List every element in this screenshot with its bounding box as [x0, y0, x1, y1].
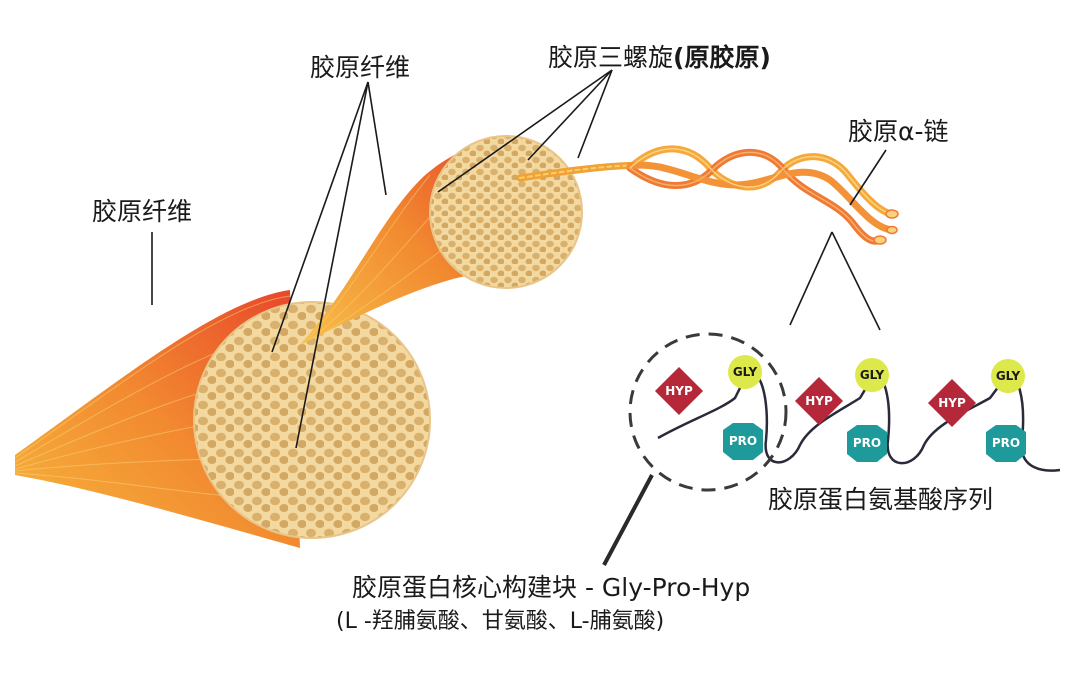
- gly-residue-label: GLY: [733, 365, 758, 379]
- leader-helix-c: [577, 69, 613, 159]
- pro-residue-label: PRO: [853, 436, 881, 450]
- hyp-residue: [654, 366, 704, 416]
- hyp-residue: [927, 378, 977, 428]
- residue-group-2: HYP GLY PRO: [794, 358, 889, 462]
- hyp-residue-label: HYP: [938, 396, 966, 410]
- label-core-building-block: 胶原蛋白核心构建块 - Gly-Pro-Hyp: [352, 573, 751, 602]
- chain-end-3: [886, 225, 898, 235]
- chain-end-1: [885, 209, 899, 219]
- gly-residue: [855, 358, 889, 392]
- label-triple-helix: 胶原三螺旋(原胶原): [548, 38, 771, 74]
- pro-residue: [986, 425, 1026, 462]
- pro-residue-label: PRO: [729, 434, 757, 448]
- leader-fiber-top-c: [367, 81, 387, 196]
- pro-residue-label: PRO: [992, 436, 1020, 450]
- residue-group-1: HYP GLY PRO: [654, 355, 763, 460]
- label-procollagen: (原胶原): [673, 43, 771, 72]
- hyp-residue-label: HYP: [665, 384, 693, 398]
- label-alpha-chain: 胶原α-链: [848, 117, 949, 146]
- leader-seq-a: [789, 231, 833, 326]
- highlight-pointer: [602, 474, 654, 566]
- gly-residue-label: GLY: [860, 368, 885, 382]
- gly-residue-label: GLY: [996, 369, 1021, 383]
- chain-end-2: [873, 235, 887, 245]
- label-amino-acid-sequence: 胶原蛋白氨基酸序列: [768, 485, 994, 514]
- gly-residue: [991, 359, 1025, 393]
- hyp-residue-label: HYP: [805, 394, 833, 408]
- label-building-block-note: (L -羟脯氨酸、甘氨酸、L-脯氨酸): [336, 609, 665, 634]
- pro-residue: [723, 423, 763, 460]
- hyp-residue: [794, 376, 844, 426]
- gly-residue: [728, 355, 762, 389]
- leader-alpha-chain: [849, 149, 887, 206]
- label-collagen-fiber-top: 胶原纤维: [310, 53, 411, 82]
- residue-group-3: HYP GLY PRO: [927, 359, 1026, 462]
- label-collagen-fiber-left: 胶原纤维: [92, 197, 193, 226]
- leader-fiber-top-a: [271, 81, 369, 353]
- label-triple-helix-text: 胶原三螺旋: [548, 43, 674, 72]
- leader-fiber-top-b: [295, 81, 369, 449]
- alpha-chains: [626, 145, 896, 245]
- pro-residue: [847, 425, 887, 462]
- leader-lines: [151, 69, 887, 449]
- building-block-highlight: [628, 332, 788, 492]
- leader-helix-b: [527, 69, 613, 161]
- leader-helix-a: [437, 69, 613, 193]
- leader-seq-b: [831, 231, 881, 331]
